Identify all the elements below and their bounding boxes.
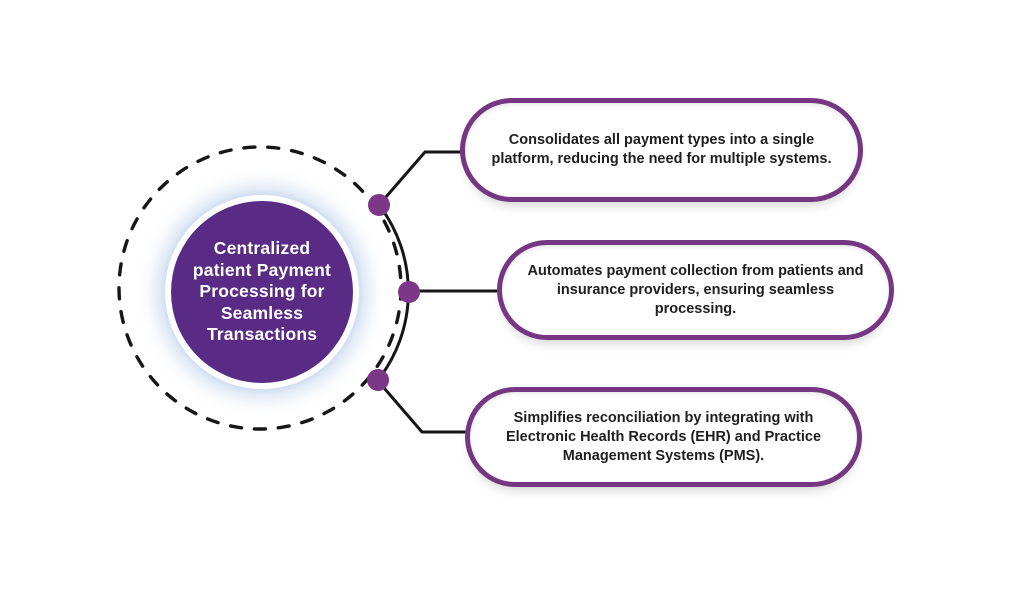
feature-box-3: Simplifies reconciliation by integrating…: [465, 387, 862, 487]
node-dot-2: [398, 281, 420, 303]
feature-box-2: Automates payment collection from patien…: [497, 240, 894, 340]
feature-text-3: Simplifies reconciliation by integrating…: [505, 409, 822, 464]
center-title: Centralized patient Payment Processing f…: [193, 238, 331, 346]
node-dot-1: [368, 194, 390, 216]
center-circle: Centralized patient Payment Processing f…: [165, 195, 359, 389]
feature-text-1: Consolidates all payment types into a si…: [491, 132, 832, 167]
connector-line-1: [377, 150, 464, 206]
center-title-line: Centralized: [213, 238, 311, 259]
center-title-line: Seamless: [220, 302, 304, 323]
center-title-line: Processing for: [199, 281, 325, 302]
node-dot-3: [367, 369, 389, 391]
center-title-line: patient Payment: [192, 259, 332, 280]
feature-box-1: Consolidates all payment types into a si…: [460, 98, 863, 202]
feature-text-2: Automates payment collection from patien…: [527, 262, 864, 317]
center-circle-fill: Centralized patient Payment Processing f…: [171, 201, 353, 383]
connector-line-3: [376, 380, 468, 434]
center-title-line: Transactions: [206, 324, 318, 345]
